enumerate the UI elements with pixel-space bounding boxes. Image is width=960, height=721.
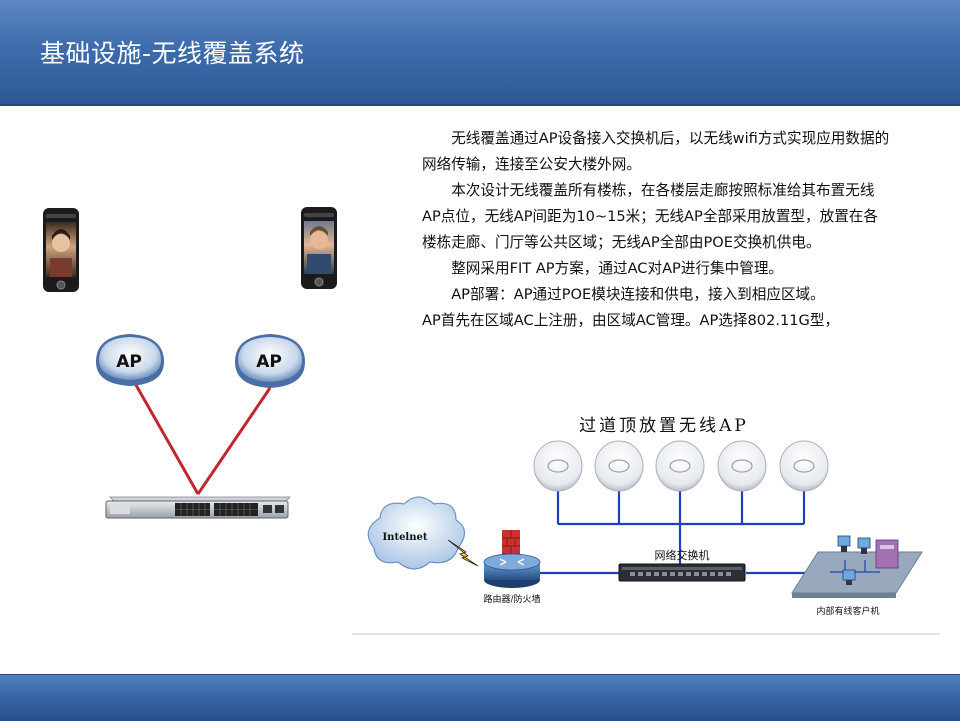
paragraph-1: 无线覆盖通过AP设备接入交换机后，以无线wifi方式实现应用数据的网络传输，连接… — [422, 130, 890, 173]
ap-right-label: AP — [256, 352, 282, 372]
ceiling-ap-5-icon — [779, 440, 829, 492]
wired-clients-icon — [791, 535, 923, 598]
right-network-diagram: 过道顶放置无线AP — [352, 405, 940, 635]
left-network-diagram: AP AP — [43, 207, 337, 519]
access-point-right-icon: AP — [235, 334, 305, 388]
ceiling-ap-title: 过道顶放置无线AP — [579, 416, 749, 436]
ap-right-link — [196, 387, 272, 495]
ceiling-ap-1-icon — [533, 440, 583, 492]
smartphone-right-icon — [301, 207, 337, 289]
poe-switch-icon — [105, 496, 291, 519]
slide-header: 基础设施-无线覆盖系统 — [0, 0, 960, 106]
ap-left-link — [130, 377, 200, 495]
router-icon — [483, 553, 541, 588]
paragraph-4: AP部署：AP通过POE模块连接和供电，接入到相应区域。 — [451, 286, 825, 303]
paragraph-2: 本次设计无线覆盖所有楼栋，在各楼层走廊按照标准给其布置无线AP点位，无线AP间距… — [422, 182, 878, 251]
paragraph-3: 整网采用FIT AP方案，通过AC对AP进行集中管理。 — [451, 260, 784, 277]
router-label: 路由器/防火墙 — [483, 593, 540, 605]
clients-label: 内部有线客户机 — [816, 605, 879, 617]
slide-footer — [0, 674, 960, 721]
smartphone-left-icon — [43, 208, 79, 292]
ceiling-ap-3-icon — [655, 440, 705, 492]
internet-cloud-icon: Intelnet — [367, 496, 466, 570]
cloud-label: Intelnet — [383, 532, 428, 543]
ap-left-label: AP — [116, 352, 142, 372]
network-switch-icon — [618, 563, 746, 582]
ceiling-ap-4-icon — [717, 440, 767, 492]
slide-title: 基础设施-无线覆盖系统 — [40, 39, 305, 68]
paragraph-5: AP首先在区域AC上注册，由区域AC管理。AP选择802.11G型， — [422, 312, 840, 329]
ceiling-ap-2-icon — [594, 440, 644, 492]
lightning-link-icon — [447, 539, 479, 567]
access-point-left-icon: AP — [96, 334, 164, 386]
switch-label: 网络交换机 — [655, 548, 710, 562]
description-text: 无线覆盖通过AP设备接入交换机后，以无线wifi方式实现应用数据的网络传输，连接… — [422, 126, 892, 334]
